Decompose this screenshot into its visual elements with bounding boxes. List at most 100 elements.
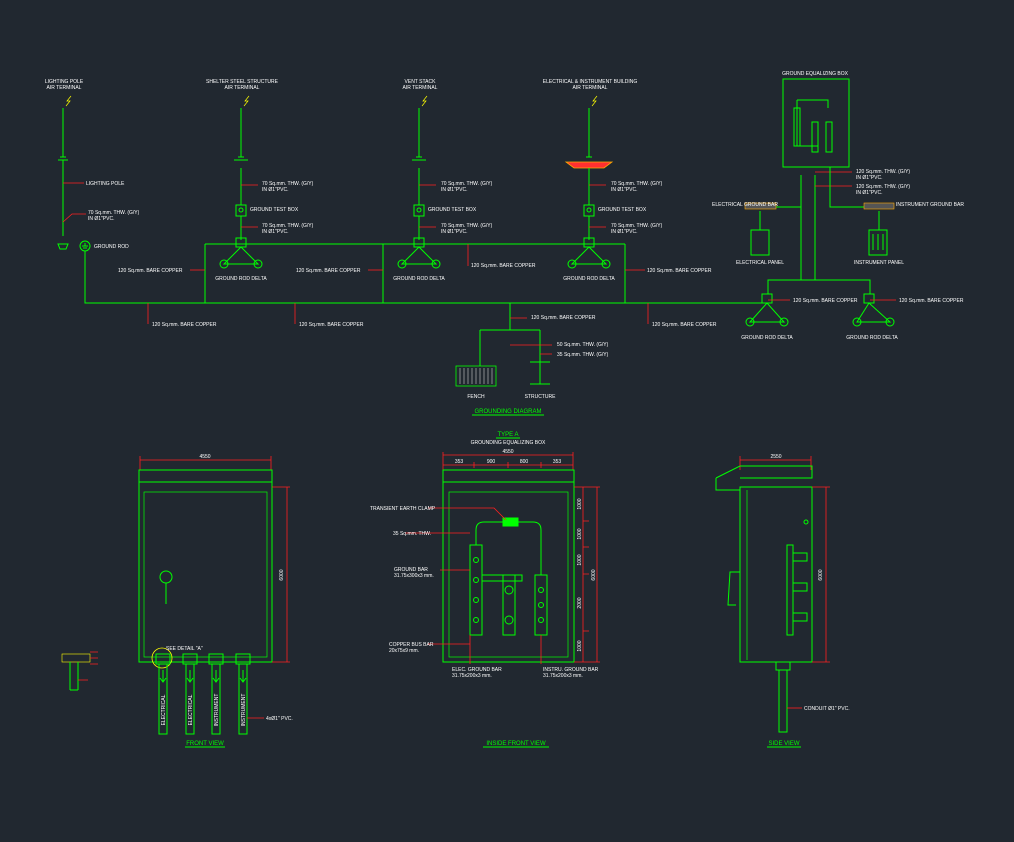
copper-label: 120 Sq.mm. BARE COPPER xyxy=(296,268,361,274)
type-subtitle: GROUNDING EQUALIZING BOX xyxy=(471,440,546,446)
panel-label: ELECTRICAL PANEL xyxy=(736,260,784,266)
view-title: INSIDE FRONT VIEW xyxy=(486,741,546,747)
ground-test-box-label: GROUND TEST BOX xyxy=(250,207,299,213)
air-terminal-masts xyxy=(58,108,592,161)
electrical-panel-icon xyxy=(750,229,770,256)
lightning-bolt-icon xyxy=(65,95,598,107)
enclosure-inner xyxy=(448,491,569,658)
dimension-text: 353 xyxy=(553,459,562,465)
dimension-text: 800 xyxy=(520,459,529,465)
terminal-title: LIGHTING POLE xyxy=(45,79,84,85)
enclosure-door xyxy=(143,491,268,658)
dimension-line xyxy=(272,486,290,663)
electrical-ground-bar xyxy=(744,202,777,210)
side-handle xyxy=(727,571,740,606)
down-conductors xyxy=(62,160,590,240)
instrument-panel-icon xyxy=(868,229,888,256)
bar-label: ELEC. GROUND BAR xyxy=(452,667,502,673)
copper-label: 120 Sq.mm. BARE COPPER xyxy=(299,322,364,328)
diagram-title: GROUNDING DIAGRAM xyxy=(474,409,541,415)
type-title: TYPE A xyxy=(497,432,518,438)
dimension-line xyxy=(739,456,812,470)
dimension-text: 4550 xyxy=(199,454,210,460)
grounding-diagram: LIGHTING POLE AIR TERMINAL SHELTER STEEL… xyxy=(45,71,964,416)
copper-label: 120 Sq.mm. BARE COPPER xyxy=(652,322,717,328)
conduit-label: ELECTRICAL xyxy=(161,694,167,725)
side-body xyxy=(739,486,813,663)
dimension-text: 6000 xyxy=(818,569,824,580)
copper-label: 120 Sq.mm. BARE COPPER xyxy=(793,298,858,304)
dimension-text: 353 xyxy=(455,459,464,465)
cable-label: 70 Sq.mm. THW. (G/Y) xyxy=(262,223,314,229)
cable-label: IN Ø1"PVC. xyxy=(88,216,115,222)
down-arrow-icon xyxy=(159,670,247,683)
cable-label: IN Ø1"PVC. xyxy=(856,175,883,181)
delta-label: GROUND ROD DELTA xyxy=(215,276,267,282)
dimension-text: 1000 xyxy=(577,554,583,565)
lighting-pole-label: LIGHTING POLE xyxy=(86,181,125,187)
ground-test-box-icon xyxy=(235,204,595,217)
dimension-line xyxy=(574,486,600,663)
delta-label: GROUND ROD DELTA xyxy=(846,335,898,341)
busbar-assembly xyxy=(469,517,548,636)
cable-label: IN Ø1"PVC. xyxy=(262,229,289,235)
cable-label: 70 Sq.mm. THW. (G/Y) xyxy=(88,210,140,216)
conduits xyxy=(155,653,251,735)
cable-label: 70 Sq.mm. THW. (G/Y) xyxy=(611,223,663,229)
cable-label: 70 Sq.mm. THW. (G/Y) xyxy=(441,223,493,229)
inside-front-view: TYPE A GROUNDING EQUALIZING BOX 4550 353… xyxy=(370,432,600,748)
side-gland xyxy=(775,661,791,671)
cable-label: 120 Sq.mm. THW. (G/Y) xyxy=(856,184,910,190)
dimension-line xyxy=(442,452,574,470)
conduit-note: 4xØ1" PVC. xyxy=(266,716,293,722)
cable-label: 120 Sq.mm. THW. (G/Y) xyxy=(856,169,910,175)
cable-label: 35 Sq.mm. THW. (G/Y) xyxy=(557,352,609,358)
copper-label: 120 Sq.mm. BARE COPPER xyxy=(471,263,536,269)
conduit-label: CONDUIT Ø1" PVC. xyxy=(804,706,850,712)
structure-label: STRUCTURE xyxy=(525,394,556,400)
dimension-text: 4550 xyxy=(502,449,513,455)
ground-rod-delta-icon xyxy=(219,237,895,327)
bar-label: 31.75x300x3 mm. xyxy=(394,573,434,579)
geb-label: GROUND EQUALIZING BOX xyxy=(782,71,849,77)
fence-label: FENCH xyxy=(467,394,485,400)
dimension-line xyxy=(139,456,272,470)
side-view: 2550 6000 CONDUIT Ø1" PVC. SIDE VIEW xyxy=(715,454,850,748)
view-title: SIDE VIEW xyxy=(768,741,799,747)
bare-copper-network xyxy=(84,175,871,366)
side-conduit xyxy=(778,669,788,733)
cable-label: 70 Sq.mm. THW. (G/Y) xyxy=(262,181,314,187)
ground-test-box-label: GROUND TEST BOX xyxy=(598,207,647,213)
instrument-ground-bar xyxy=(863,202,895,210)
enclosure-cover xyxy=(138,469,273,483)
bar-label: 31.75x200x3 mm. xyxy=(543,673,583,679)
leader-line xyxy=(62,213,86,223)
see-detail-label: SEE DETAIL "A" xyxy=(166,646,203,652)
dimension-line xyxy=(812,486,830,663)
leader-line xyxy=(405,507,542,664)
enclosure-body xyxy=(138,481,273,663)
view-title: FRONT VIEW xyxy=(186,741,224,747)
conduit-label: ELECTRICAL xyxy=(188,694,194,725)
dimension-text: 2550 xyxy=(770,454,781,460)
terminal-title: ELECTRICAL & INSTRUMENT BUILDING xyxy=(543,79,638,85)
copper-label: 120 Sq.mm. BARE COPPER xyxy=(531,315,596,321)
bar-label: INSTRUMENT GROUND BAR xyxy=(896,202,964,208)
cable-label: IN Ø1"PVC. xyxy=(441,187,468,193)
dimension-text: 900 xyxy=(487,459,496,465)
cable-label: 70 Sq.mm. THW. (G/Y) xyxy=(611,181,663,187)
delta-label: GROUND ROD DELTA xyxy=(563,276,615,282)
front-view: 4550 6000 SEE DETAIL "A" ELECTRICAL ELEC… xyxy=(61,454,293,748)
copper-label: 120 Sq.mm. BARE COPPER xyxy=(899,298,964,304)
cable-label: IN Ø1"PVC. xyxy=(262,187,289,193)
cable-label: 50 Sq.mm. THW. (G/Y) xyxy=(557,342,609,348)
dimension-text: 2000 xyxy=(577,597,583,608)
cable-label: 35 Sq.mm. THW. xyxy=(393,531,431,537)
bar-label: ELECTRICAL GROUND BAR xyxy=(712,202,778,208)
copper-label: 120 Sq.mm. BARE COPPER xyxy=(647,268,712,274)
terminal-sub: AIR TERMINAL xyxy=(225,85,260,91)
clamp-label: TRANSIENT EARTH CLAMP xyxy=(370,506,436,512)
panel-detail xyxy=(872,234,884,250)
